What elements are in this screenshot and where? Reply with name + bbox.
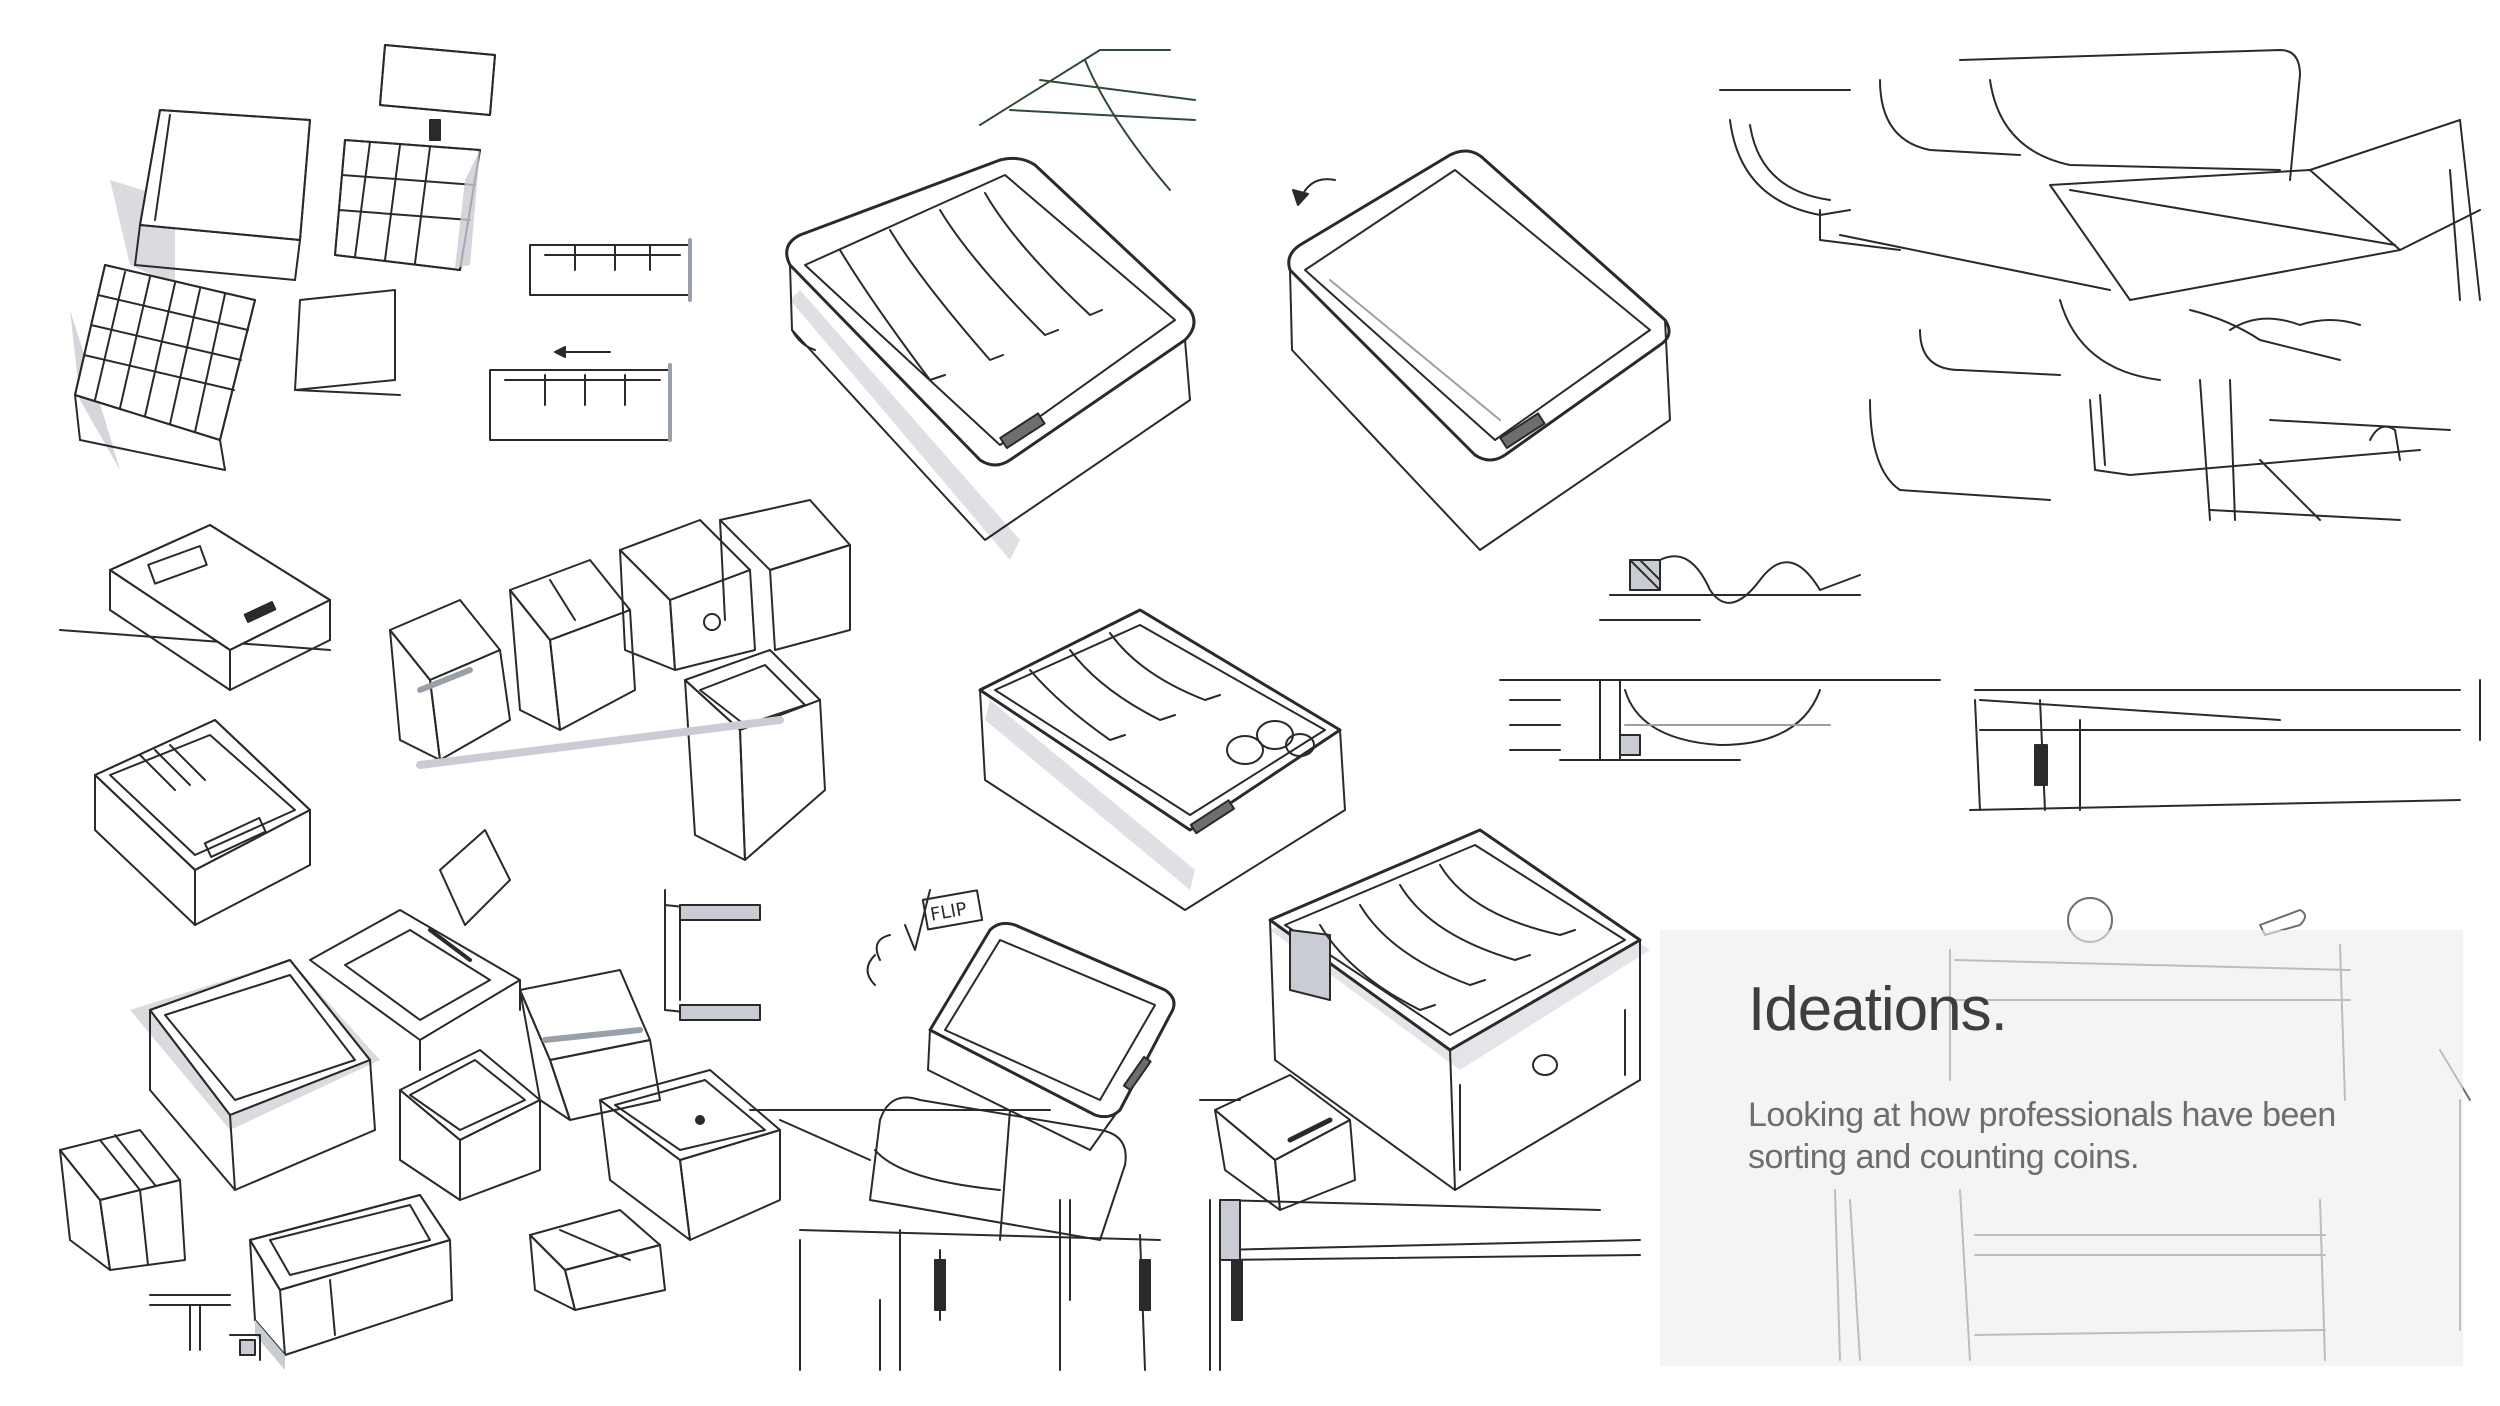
simple-box-sketch [294,289,401,396]
small-drawer-sketch [1199,1074,1356,1211]
drawer-box-sketch [519,969,661,1121]
bin-cross-section-sketch [1499,679,2481,811]
coin-tray-grid-small-sketch [334,44,496,271]
lid-box-sketch [59,524,331,691]
divided-cube-sketch [59,1129,186,1271]
open-coin-box-sketch [1287,149,1671,551]
open-crate-sketch [529,1209,666,1311]
coin-box-sketch-stack [110,109,311,285]
pull-out-drawer-sketch [599,1069,781,1241]
drawer-tray-sketch [1268,828,1650,1191]
bracket-detail-sketch [664,889,761,1021]
divided-tray-sketch [978,608,1346,911]
green-frame-detail-sketch [979,49,1196,191]
flip-lid-box-sketch [309,829,521,1071]
ideation-panel: Ideations. Looking at how professionals … [1660,930,2463,1366]
tray-base-sketch [749,1096,1161,1371]
open-cube-row-sketch [389,499,851,861]
large-open-box-sketch [130,959,380,1191]
open-tray-box-sketch [94,719,311,926]
page-title: Ideations. [1748,975,2008,1044]
page-description: Looking at how professionals have been s… [1748,1096,2336,1176]
coin-tray-grid-sketch [70,264,256,471]
low-tray-sketch [249,1194,453,1370]
coin-slot-profile-sketch [1599,555,1861,621]
t-joint-detail-sketch [149,1294,261,1361]
flip-tray-sketch [927,921,1176,1151]
coin-sorting-tray-sketch [785,156,1196,560]
small-open-box-sketch [399,1049,541,1201]
shelf-rail-sketch [1209,1199,1641,1371]
tray-section-detail-sketch [1719,49,2481,521]
rotate-arrow-icon [1292,178,1336,206]
flip-annotation: FLIP [866,889,984,986]
flip-label: FLIP [929,899,969,926]
slide-tray-elevation-sketch [489,238,692,442]
